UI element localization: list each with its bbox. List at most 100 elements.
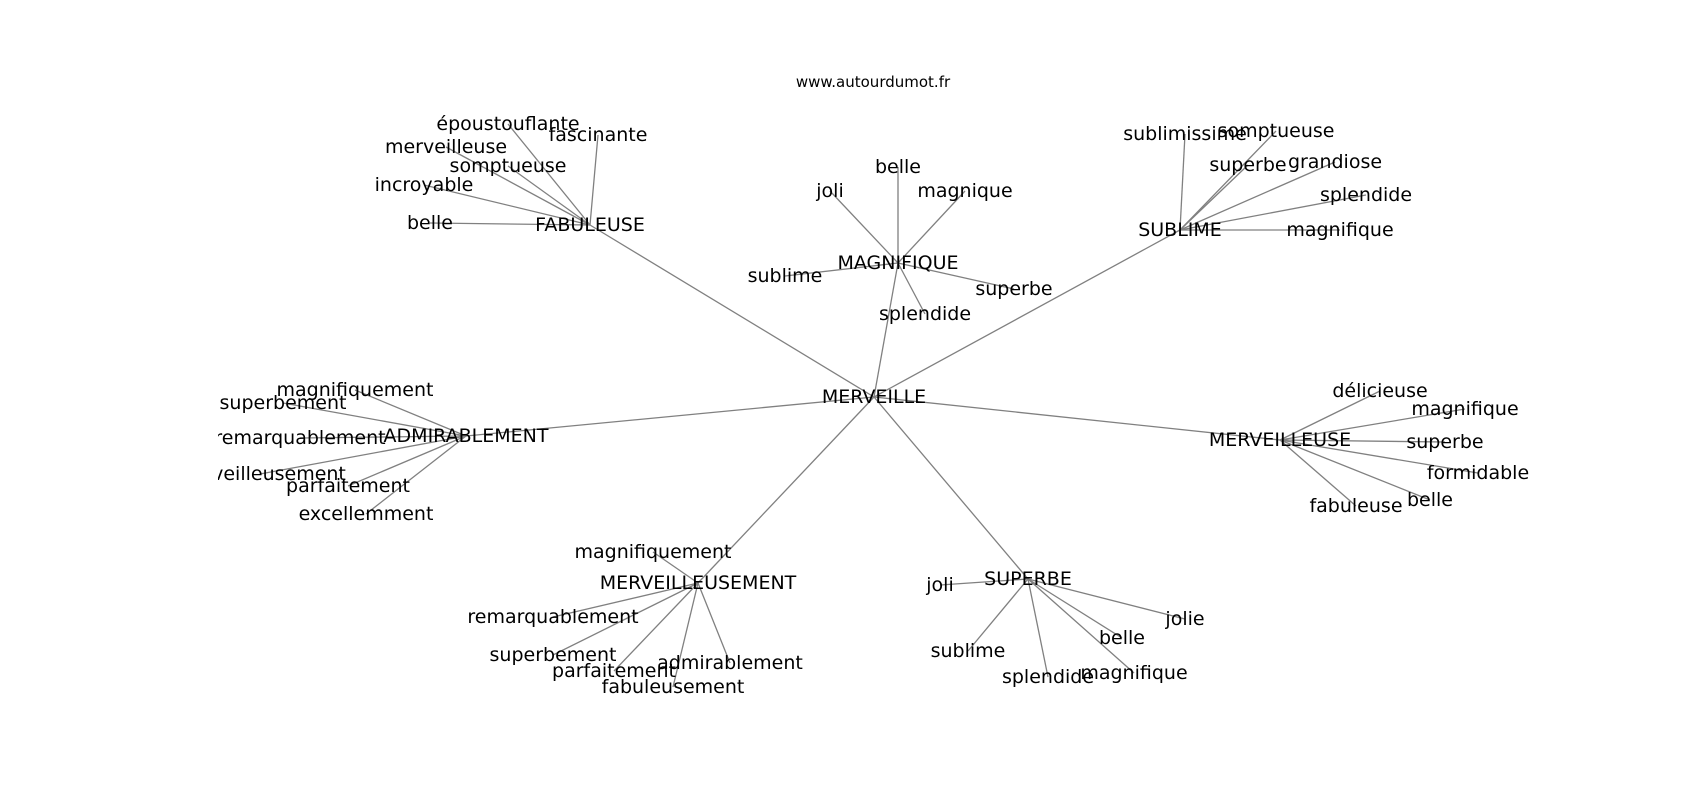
- synonym-edge: [507, 123, 591, 226]
- synonym-edge: [1179, 130, 1277, 231]
- synonym-node-label: merveilleusement: [174, 463, 346, 485]
- center-edge: [873, 396, 1029, 580]
- synonym-node-label: belle: [1407, 489, 1453, 511]
- synonym-edge: [429, 222, 591, 226]
- synonym-node-label: splendide: [1320, 184, 1412, 206]
- synonym-edge: [1179, 164, 1249, 231]
- hub-node-label: SUBLIME: [1138, 219, 1222, 241]
- center-node-label: MERVEILLE: [822, 386, 926, 408]
- label-layer: MERVEILLEFABULEUSEépoustouflantefascinan…: [174, 113, 1529, 698]
- synonym-node-label: magnifiquement: [575, 541, 732, 563]
- synonym-edge: [552, 582, 699, 618]
- synonym-edge: [1179, 133, 1186, 231]
- edge-layer: [259, 123, 1479, 688]
- synonym-node-label: superbe: [975, 278, 1052, 300]
- synonym-node-label: merveilleuse: [385, 136, 507, 158]
- synonym-node-label: splendide: [1002, 666, 1094, 688]
- synonym-edge: [829, 190, 899, 264]
- synonym-node-label: fabuleuse: [1309, 495, 1402, 517]
- synonym-edge: [1027, 578, 1049, 678]
- synonym-edge: [897, 262, 926, 315]
- synonym-edge: [445, 146, 591, 226]
- synonym-edge: [282, 402, 467, 437]
- synonym-edge: [1027, 578, 1186, 620]
- center-edge: [589, 224, 875, 398]
- center-edge: [873, 229, 1181, 398]
- synonym-edge: [1027, 578, 1123, 639]
- synonym-node-label: joli: [815, 180, 843, 202]
- center-edge: [873, 262, 899, 398]
- synonym-edge: [1279, 439, 1446, 443]
- synonym-node-label: superbement: [490, 644, 617, 666]
- hub-node-label: FABULEUSE: [535, 214, 645, 236]
- synonym-node-label: somptueuse: [1218, 120, 1335, 142]
- synonym-node-label: formidable: [1427, 462, 1529, 484]
- hub-node-label: MAGNIFIQUE: [838, 252, 959, 274]
- synonym-node-label: magnique: [917, 180, 1012, 202]
- synonym-node-label: admirablement: [657, 652, 803, 674]
- synonym-edge: [507, 165, 591, 226]
- synonym-edge: [1279, 439, 1431, 501]
- synonym-edge: [259, 435, 467, 475]
- synonym-node-label: magnifiquement: [277, 379, 434, 401]
- synonym-node-label: joli: [925, 574, 953, 596]
- synonym-node-label: belle: [1099, 627, 1145, 649]
- synonym-node-label: remarquablement: [467, 606, 638, 628]
- synonym-edge: [1279, 439, 1357, 507]
- synonym-node-label: sublime: [748, 265, 823, 287]
- synonym-edge: [939, 578, 1029, 586]
- synonym-edge: [897, 262, 1015, 290]
- synonym-edge: [1027, 578, 1135, 674]
- synonym-node-label: fascinante: [549, 124, 648, 146]
- synonym-node-label: sublime: [931, 640, 1006, 662]
- synonym-node-label: parfaitement: [286, 475, 410, 497]
- synonym-edge: [697, 582, 731, 664]
- synonym-node-label: belle: [875, 156, 921, 178]
- hub-node-label: ADMIRABLEMENT: [384, 425, 549, 447]
- synonym-node-label: superbe: [1406, 431, 1483, 453]
- hub-node-label: MERVEILLEUSE: [1209, 429, 1351, 451]
- synonym-edge: [652, 551, 699, 584]
- hub-node-label: MERVEILLEUSEMENT: [600, 572, 797, 594]
- center-edge: [873, 396, 1281, 441]
- site-url: www.autourdumot.fr: [796, 73, 951, 91]
- synonym-edge: [354, 389, 467, 437]
- synonym-node-label: grandiose: [1288, 151, 1382, 173]
- synonym-edge: [897, 190, 966, 264]
- synonym-edge: [299, 435, 467, 439]
- synonym-node-label: magnifique: [1286, 219, 1393, 241]
- synonym-node-label: magnifique: [1411, 398, 1518, 420]
- synonym-edge: [589, 134, 599, 226]
- center-edge: [465, 396, 875, 437]
- synonym-edge: [1279, 439, 1479, 474]
- synonym-edge: [613, 582, 699, 672]
- synonym-edge: [552, 582, 699, 656]
- synonym-edge: [784, 262, 899, 277]
- synonym-edge: [1179, 161, 1336, 231]
- synonym-edge: [365, 435, 467, 515]
- synonym-node-label: superbe: [1209, 154, 1286, 176]
- synonym-node-label: magnifique: [1080, 662, 1187, 684]
- synonym-node-label: incroyable: [375, 174, 474, 196]
- synonym-node-label: superbement: [220, 392, 347, 414]
- synonym-node-label: délicieuse: [1332, 380, 1427, 402]
- synonym-edge: [1279, 408, 1466, 441]
- synonym-node-label: excellemment: [299, 503, 434, 525]
- synonym-node-label: sublimissime: [1123, 123, 1247, 145]
- synonym-edge: [423, 184, 591, 226]
- center-edge: [697, 396, 875, 584]
- synonym-node-label: somptueuse: [450, 155, 567, 177]
- synonym-node-label: remarquablement: [214, 427, 385, 449]
- synonym-edge: [967, 578, 1029, 652]
- synonym-edge: [672, 582, 699, 688]
- synonym-edge: [1279, 390, 1381, 441]
- synonym-node-label: jolie: [1164, 608, 1204, 630]
- synonym-node-label: splendide: [879, 303, 971, 325]
- synonym-edge: [347, 435, 467, 487]
- synonym-node-label: belle: [407, 212, 453, 234]
- synonym-node-label: parfaitement: [552, 660, 676, 682]
- hub-node-label: SUPERBE: [984, 568, 1072, 590]
- synonym-node-label: fabuleusement: [602, 676, 745, 698]
